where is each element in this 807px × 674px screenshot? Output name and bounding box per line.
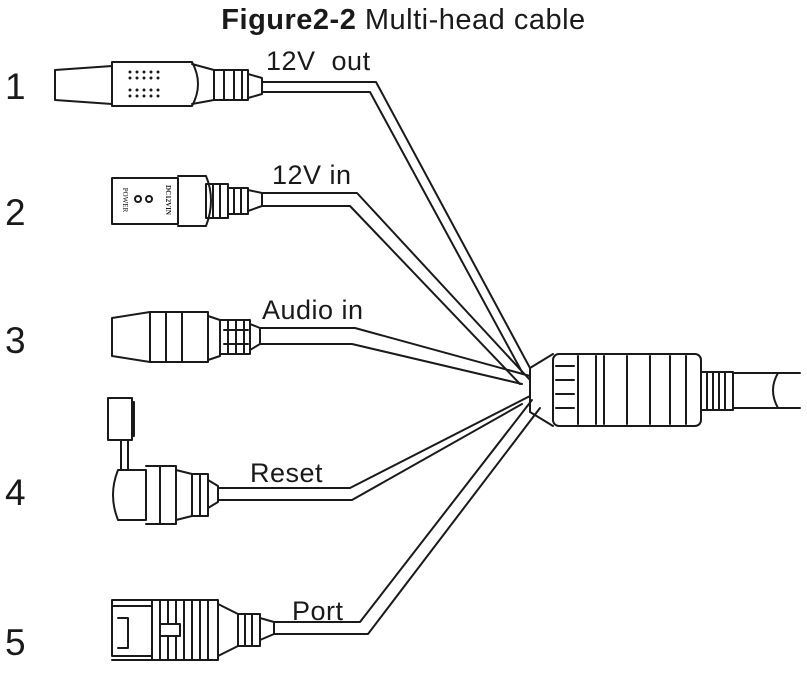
vent-dots xyxy=(128,70,160,98)
connector-audio-in xyxy=(111,311,261,363)
label-12v-in: 12V in xyxy=(272,160,352,190)
wire-reset xyxy=(217,395,531,501)
connector-reset xyxy=(107,397,219,525)
connector-number-1: 1 xyxy=(5,66,26,107)
connector-number-3: 3 xyxy=(5,320,26,361)
label-audio-in: Audio in xyxy=(262,295,364,325)
connector-port xyxy=(111,599,275,661)
label-port: Port xyxy=(292,596,344,626)
label-reset: Reset xyxy=(250,458,324,488)
connector-12v-in: POWER DC12VIN xyxy=(111,175,263,227)
trunk-connector xyxy=(529,353,801,427)
dc-socket-label-dc12vin: DC12VIN xyxy=(164,185,172,215)
wire-reset-button-lead xyxy=(120,439,129,471)
wire-port xyxy=(273,399,541,635)
figure-number: Figure2-2 xyxy=(221,4,357,36)
wires xyxy=(120,81,541,635)
dc-socket-label-power: POWER xyxy=(121,188,129,213)
wire-audio-in xyxy=(259,327,531,385)
wire-12v-out xyxy=(261,81,531,373)
label-12v-out: 12V out xyxy=(266,46,371,76)
connector-number-5: 5 xyxy=(5,622,26,663)
connector-number-2: 2 xyxy=(5,192,26,233)
wire-12v-in xyxy=(261,192,531,385)
figure-caption: Multi-head cable xyxy=(364,4,586,36)
connector-number-4: 4 xyxy=(5,472,26,513)
main-cable xyxy=(732,372,801,409)
figure-title: Figure2-2 Multi-head cable xyxy=(0,4,807,37)
connector-12v-out xyxy=(54,61,263,107)
